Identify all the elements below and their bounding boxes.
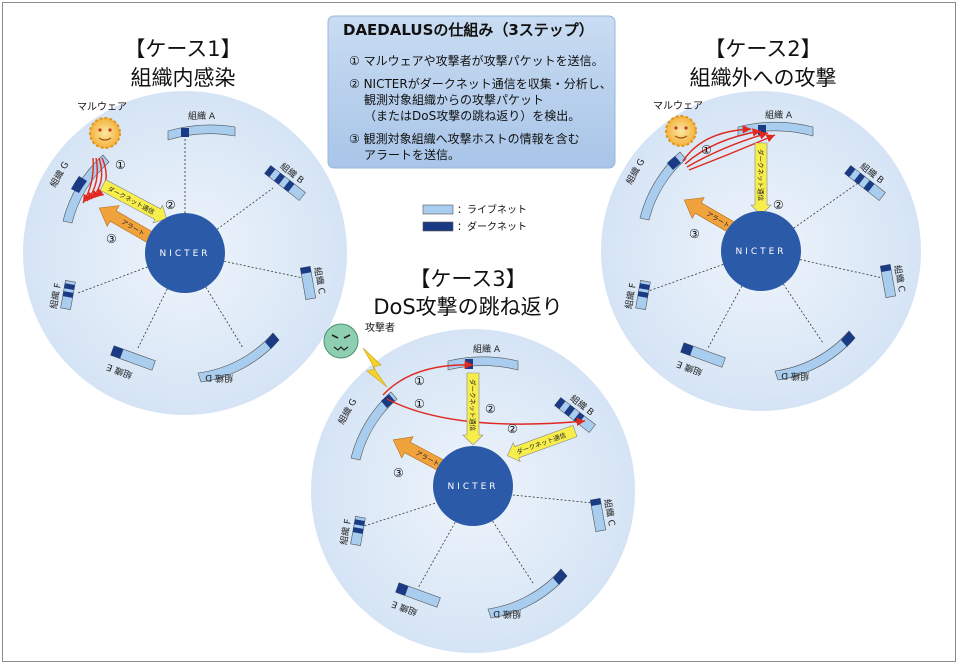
case-3-org-c: 組織 C — [589, 498, 618, 532]
case-1-org-d: 組織 D — [197, 332, 280, 384]
case-3-org-d-label: 組織 D — [493, 608, 521, 620]
case-2-org-d-label: 組織 D — [781, 370, 809, 382]
case-2-nicter — [721, 211, 801, 291]
case-1-nicter-label: NICTER — [159, 249, 210, 259]
case-3-step-2a: ② — [485, 402, 496, 416]
case-2-darknet-label: ダークネット通信 — [757, 149, 766, 202]
case-2-malware-icon — [665, 115, 697, 147]
case-2-subtitle: 組織外への攻撃 — [690, 66, 837, 90]
case-3-title: 【ケース3】 — [409, 267, 526, 291]
case-1-org-d-label: 組織 D — [205, 372, 233, 384]
case-1-malware-label: マルウェア — [77, 101, 127, 113]
case-3-darknet-label-a: ダークネット通信 — [469, 379, 478, 432]
step-3-line2: アラートを送信。 — [364, 147, 460, 162]
step-1: ① マルウェアや攻撃者が攻撃パケットを送信。 — [349, 53, 604, 68]
step-2-line2: 観測対象組織からの攻撃パケット — [364, 92, 544, 107]
legend-live-swatch — [422, 204, 454, 215]
lightning-icon — [362, 347, 388, 388]
steps-panel: DAEDALUSの仕組み（3ステップ） ① マルウェアや攻撃者が攻撃パケットを送… — [327, 15, 616, 169]
step-2-line3: （またはDoS攻撃の跳ね返り）を検出。 — [364, 108, 580, 123]
case-3-org-d: 組織 D — [487, 568, 568, 620]
daedalus-diagram: DAEDALUSの仕組み（3ステップ） ① マルウェアや攻撃者が攻撃パケットを送… — [23, 15, 921, 653]
case-2: 【ケース2】 組織外への攻撃 組織 A 組織 B 組織 C — [601, 37, 921, 411]
case-1-title: 【ケース1】 — [124, 37, 241, 61]
case-2-org-a: 組織 A — [737, 109, 814, 137]
case-2-malware-label: マルウェア — [653, 100, 703, 112]
case-3-org-a-label: 組織 A — [473, 343, 501, 355]
case-2-darknet-arrow: ダークネット通信 — [750, 142, 772, 216]
case-3-step-3: ③ — [393, 466, 404, 480]
steps-title: DAEDALUSの仕組み（3ステップ） — [343, 21, 594, 39]
case-2-title: 【ケース2】 — [704, 37, 821, 61]
case-3-step-1b: ① — [414, 397, 425, 411]
case-3-step-2b: ② — [507, 422, 518, 436]
case-3-step-1a: ① — [414, 374, 425, 388]
legend: ：ライブネット ：ダークネット — [422, 203, 527, 233]
case-1-org-a-label: 組織 A — [188, 110, 216, 122]
case-1-step-3: ③ — [106, 232, 117, 246]
case-1-malware-icon — [89, 117, 121, 149]
case-3-nicter-label: NICTER — [447, 482, 498, 492]
case-3-darknet-arrow-a: ダークネット通信 — [462, 372, 484, 446]
case-1: 【ケース1】 組織内感染 組織 A 組織 B 組織 C — [23, 37, 347, 415]
case-3-nicter — [433, 446, 513, 526]
case-1-step-1: ① — [115, 158, 126, 172]
case-2-step-2: ② — [773, 198, 784, 212]
case-3-subtitle: DoS攻撃の跳ね返り — [373, 295, 562, 319]
legend-live-label: ：ライブネット — [457, 203, 527, 216]
step-3: ③ 観測対象組織へ攻撃ホストの情報を含む — [349, 131, 580, 146]
case-2-org-d: 組織 D — [774, 330, 856, 382]
case-3-attacker-label: 攻撃者 — [365, 321, 395, 334]
case-3-attacker-icon — [323, 323, 359, 359]
case-3: 【ケース3】 DoS攻撃の跳ね返り 組織 A 組織 B 組織 C — [311, 267, 635, 653]
case-1-subtitle: 組織内感染 — [131, 66, 236, 90]
legend-dark-label: ：ダークネット — [457, 220, 527, 233]
step-2: ② NICTERがダークネット通信を収集・分析し、 — [349, 76, 612, 91]
case-2-step-3: ③ — [689, 227, 700, 241]
case-2-nicter-label: NICTER — [735, 247, 786, 257]
case-1-nicter — [145, 213, 225, 293]
case-1-step-2: ② — [165, 198, 176, 212]
case-1-org-a: 組織 A — [167, 110, 236, 141]
case-2-step-1: ① — [701, 143, 712, 157]
legend-dark-swatch — [422, 221, 454, 232]
case-2-org-a-label: 組織 A — [765, 109, 793, 121]
